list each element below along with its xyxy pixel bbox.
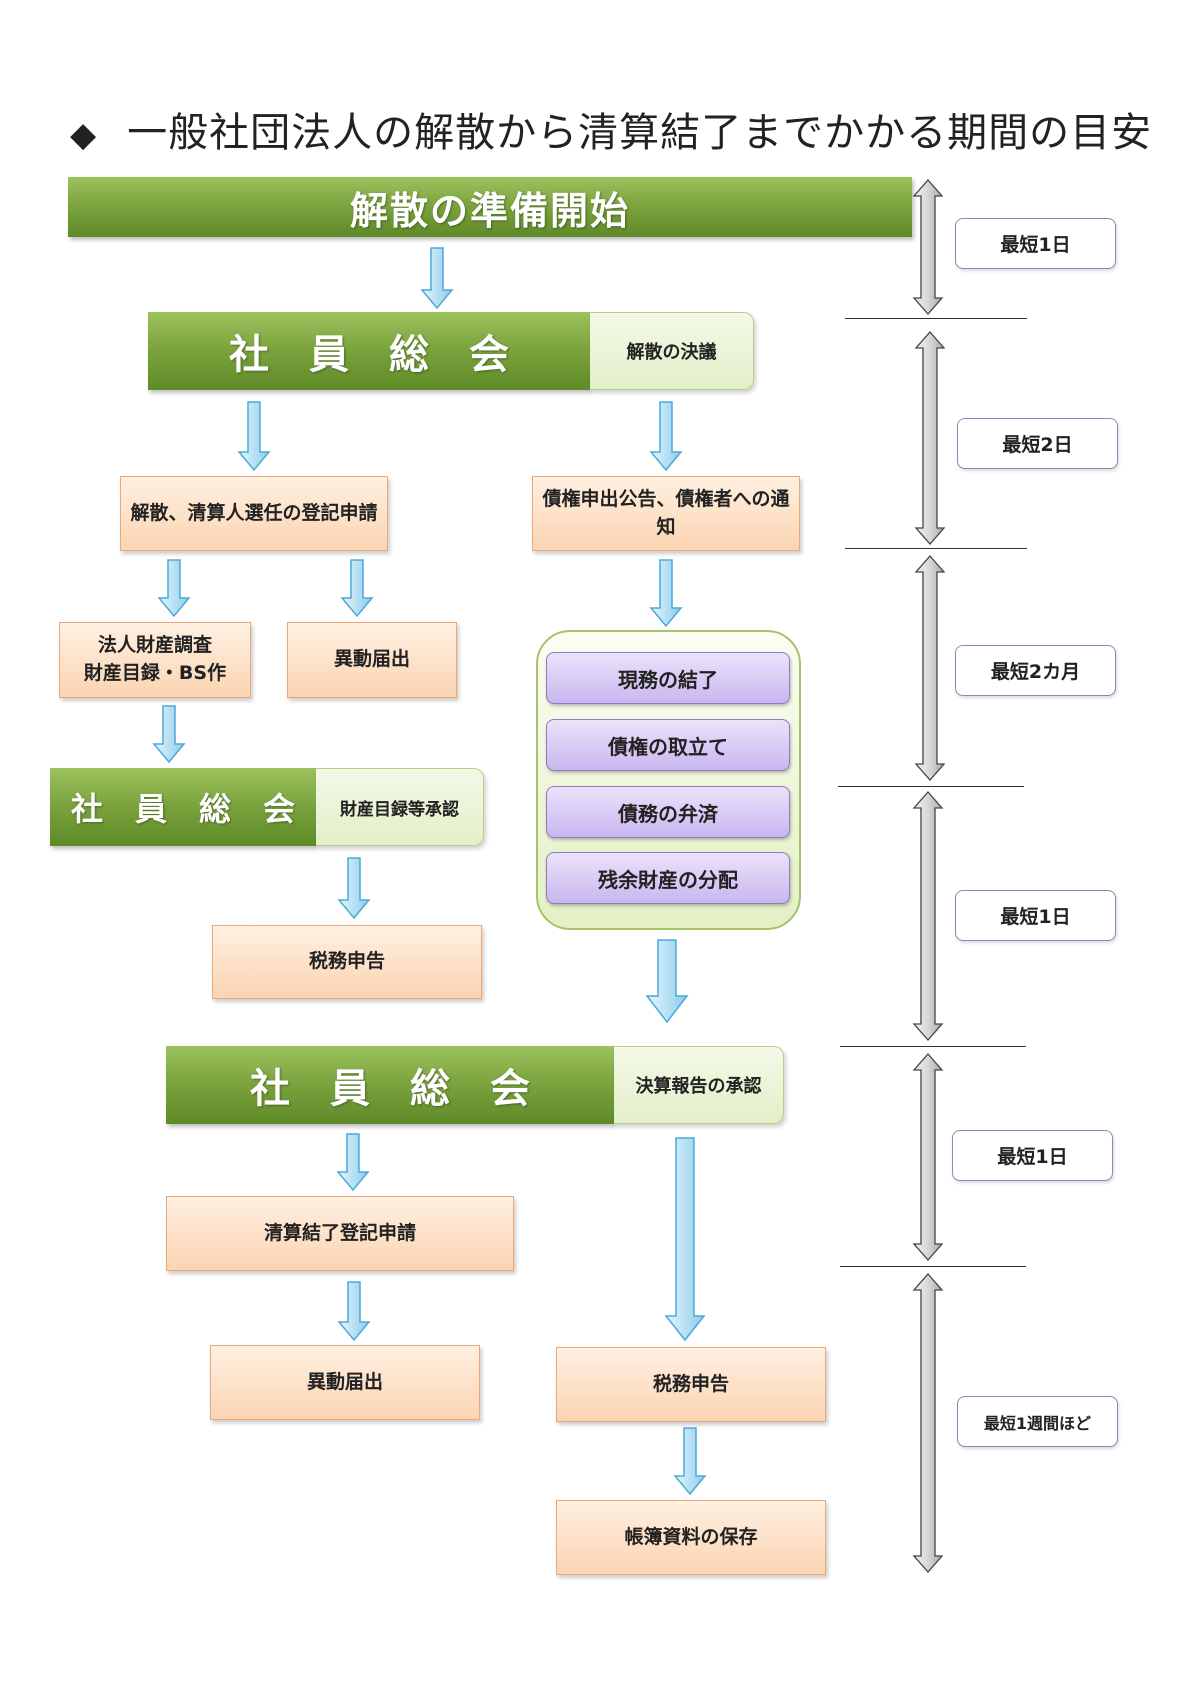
duration-6-label: 最短1週間ほど — [983, 1413, 1092, 1433]
general-meeting-1: 社 員 総 会 — [148, 312, 590, 390]
phase-divider-4 — [840, 1046, 1026, 1047]
general-meeting-3-label: 社 員 総 会 — [250, 1066, 530, 1112]
arrow-meeting2-to-tax — [337, 857, 371, 920]
phase-divider-5 — [840, 1266, 1026, 1267]
task-pay-debts: 債務の弁済 — [546, 786, 790, 838]
arrow-meeting3-to-completion-registration — [336, 1133, 370, 1192]
general-meeting-2-label: 社 員 総 会 — [70, 790, 295, 828]
diamond-bullet-icon: ◆ — [70, 115, 98, 155]
start-dissolution-bar: 解散の準備開始 — [68, 177, 912, 237]
change-notice-2-box: 異動届出 — [210, 1345, 480, 1420]
dissolution-registration-label: 解散、清算人選任の登記申請 — [130, 501, 378, 524]
page-title: ◆ 一般社団法人の解散から清算結了までかかる期間の目安 — [70, 100, 1152, 158]
records-retention-label: 帳簿資料の保存 — [624, 1525, 758, 1548]
duration-box-4: 最短1日 — [955, 890, 1116, 941]
arrow-registration-to-change-notice — [340, 559, 374, 618]
duration-4-label: 最短1日 — [1000, 906, 1071, 928]
duration-box-2: 最短2日 — [957, 418, 1118, 469]
general-meeting-2-note: 財産目録等承認 — [316, 768, 484, 846]
timeline-arrow-5 — [912, 1053, 944, 1261]
tax-filing-1-box: 税務申告 — [212, 925, 482, 999]
arrow-asset-survey-to-meeting2 — [152, 705, 186, 764]
general-meeting-1-label: 社 員 総 会 — [229, 332, 509, 378]
timeline-arrow-1 — [912, 179, 944, 315]
asset-survey-label: 法人財産調査 財産目録・BS作 — [83, 634, 227, 684]
asset-survey-box: 法人財産調査 財産目録・BS作 — [59, 622, 251, 698]
phase-divider-2 — [845, 548, 1027, 549]
records-retention-box: 帳簿資料の保存 — [556, 1500, 826, 1575]
general-meeting-2: 社 員 総 会 — [50, 768, 316, 846]
general-meeting-3: 社 員 総 会 — [166, 1046, 614, 1124]
task-1-label: 現務の結了 — [618, 667, 718, 692]
duration-3-label: 最短2カ月 — [990, 661, 1081, 683]
general-meeting-2-note-label: 財産目録等承認 — [340, 799, 459, 820]
timeline-arrow-6 — [912, 1273, 944, 1573]
general-meeting-3-note: 決算報告の承認 — [614, 1046, 784, 1124]
change-notice-2-label: 異動届出 — [306, 1370, 383, 1393]
change-notice-1-label: 異動届出 — [333, 648, 410, 671]
arrow-completion-to-change-notice — [337, 1281, 371, 1342]
duration-box-1: 最短1日 — [955, 218, 1116, 269]
duration-box-6: 最短1週間ほど — [957, 1396, 1118, 1447]
general-meeting-3-note-label: 決算報告の承認 — [635, 1076, 762, 1097]
arrow-meeting3-to-tax-filing — [664, 1137, 706, 1342]
duration-5-label: 最短1日 — [997, 1146, 1068, 1168]
completion-registration-label: 清算結了登記申請 — [263, 1221, 416, 1244]
phase-divider-3 — [838, 786, 1024, 787]
tax-filing-2-label: 税務申告 — [652, 1372, 729, 1395]
task-complete-current-business: 現務の結了 — [546, 652, 790, 704]
duration-1-label: 最短1日 — [1000, 234, 1071, 256]
tax-filing-2-box: 税務申告 — [556, 1347, 826, 1422]
dissolution-registration-box: 解散、清算人選任の登記申請 — [120, 476, 388, 551]
tax-filing-1-label: 税務申告 — [308, 950, 385, 973]
arrow-tax-to-records — [673, 1427, 707, 1496]
task-collect-claims: 債権の取立て — [546, 719, 790, 771]
general-meeting-1-note-label: 解散の決議 — [626, 342, 717, 363]
timeline-arrow-4 — [912, 791, 944, 1041]
arrow-tasks-to-meeting3 — [645, 939, 689, 1024]
general-meeting-1-note: 解散の決議 — [590, 312, 754, 390]
completion-registration-box: 清算結了登記申請 — [166, 1196, 514, 1271]
task-4-label: 残余財産の分配 — [598, 867, 738, 892]
arrow-registration-to-asset-survey — [157, 559, 191, 618]
change-notice-1-box: 異動届出 — [287, 622, 457, 698]
task-3-label: 債務の弁済 — [618, 801, 718, 826]
phase-divider-1 — [845, 318, 1027, 319]
duration-box-5: 最短1日 — [952, 1130, 1113, 1181]
arrow-start-to-meeting1 — [420, 247, 454, 310]
task-2-label: 債権の取立て — [608, 734, 728, 759]
task-distribute-assets: 残余財産の分配 — [546, 852, 790, 904]
timeline-arrow-3 — [914, 555, 946, 781]
creditor-notice-box: 債権申出公告、債権者への通知 — [532, 476, 800, 551]
timeline-arrow-2 — [914, 331, 946, 545]
duration-box-3: 最短2カ月 — [955, 645, 1116, 696]
arrow-meeting1-to-creditor-notice — [649, 401, 683, 472]
duration-2-label: 最短2日 — [1002, 434, 1073, 456]
start-dissolution-label: 解散の準備開始 — [349, 188, 630, 233]
arrow-meeting1-to-registration — [237, 401, 271, 472]
creditor-notice-label: 債権申出公告、債権者への通知 — [542, 487, 790, 538]
title-text: 一般社団法人の解散から清算結了までかかる期間の目安 — [127, 110, 1153, 156]
arrow-creditor-notice-to-tasks — [649, 559, 683, 628]
